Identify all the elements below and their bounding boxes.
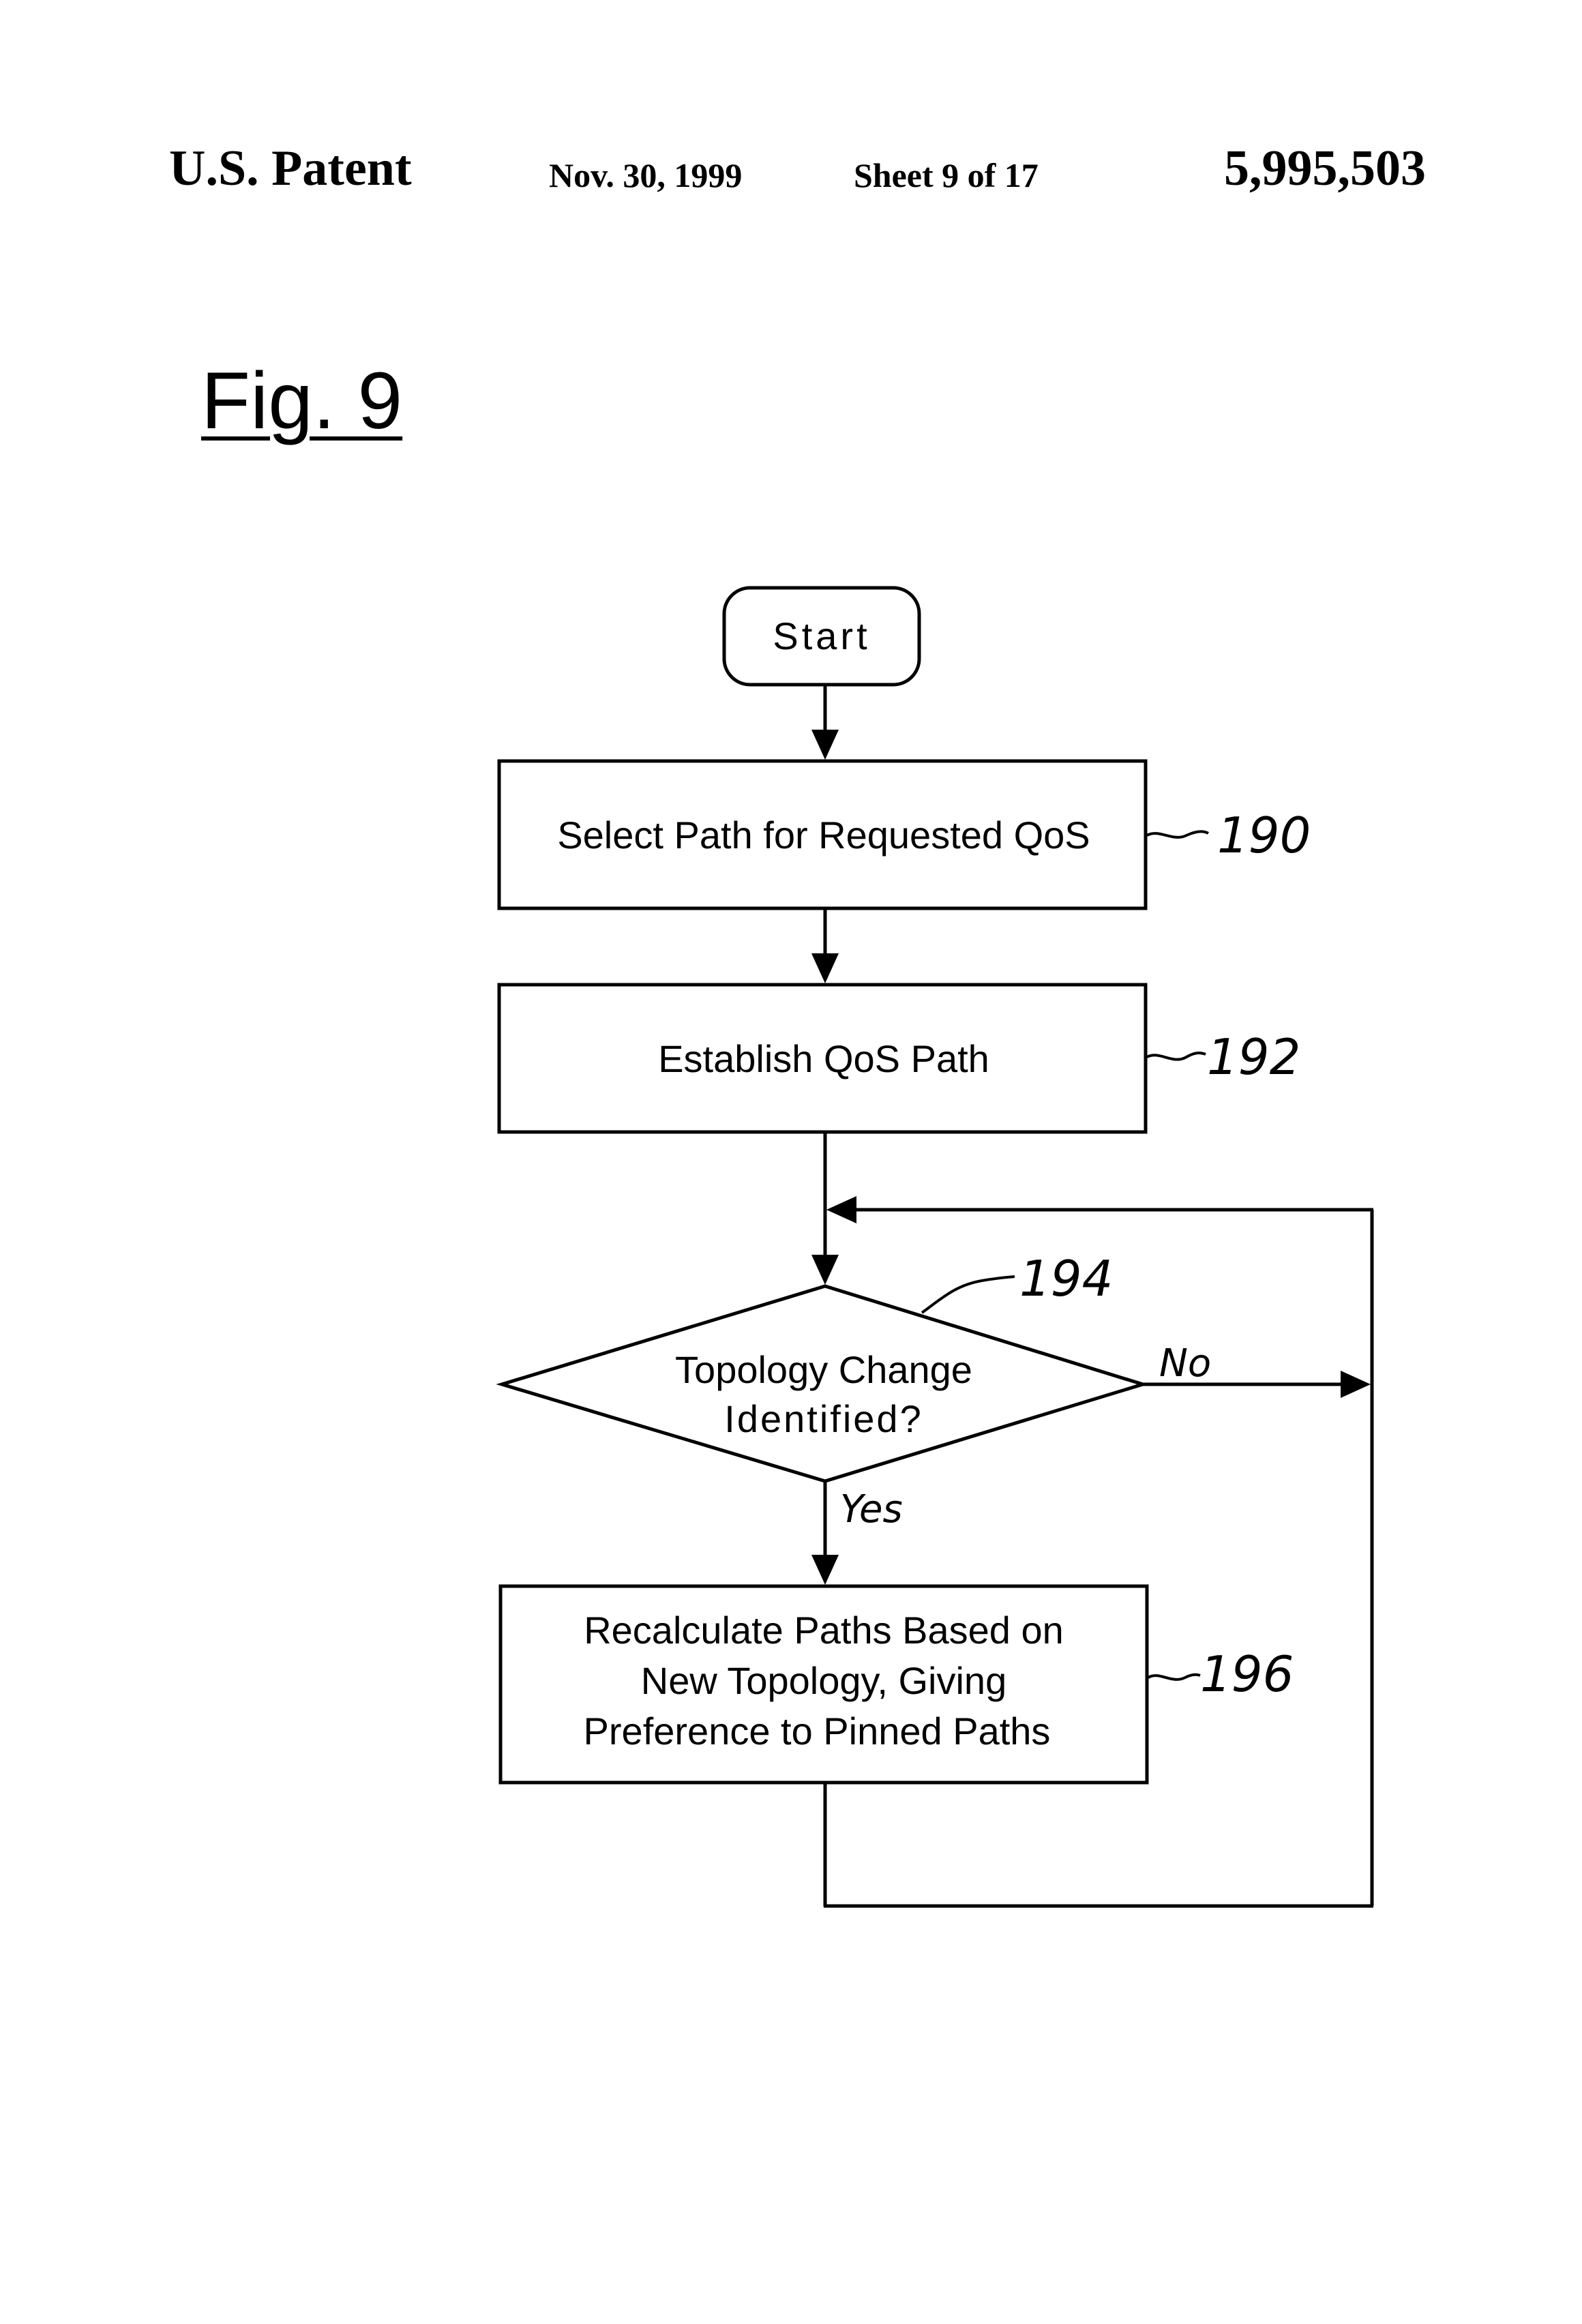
ref-line-196 xyxy=(1148,1675,1200,1680)
recalculate-line-3: Preference to Pinned Paths xyxy=(584,1710,1051,1753)
arrow-start-to-select xyxy=(811,685,839,760)
no-label: No xyxy=(1159,1341,1211,1386)
ref-194: 194 xyxy=(1019,1250,1113,1307)
ref-190: 190 xyxy=(1217,807,1311,864)
decision-line-1: Topology Change xyxy=(675,1348,972,1391)
decision-line-2: Identified? xyxy=(724,1397,923,1440)
ref-line-194 xyxy=(922,1277,1015,1313)
start-label: Start xyxy=(773,614,870,657)
ref-192: 192 xyxy=(1207,1028,1300,1086)
establish-path-text: Establish QoS Path xyxy=(658,1037,989,1080)
arrow-yes-branch xyxy=(811,1481,839,1585)
yes-label: Yes xyxy=(840,1487,903,1532)
bottom-return-line xyxy=(824,1783,1373,1907)
select-path-text: Select Path for Requested QoS xyxy=(557,814,1090,856)
ref-line-190 xyxy=(1147,831,1208,837)
recalculate-line-2: New Topology, Giving xyxy=(641,1659,1006,1702)
arrow-select-to-establish xyxy=(811,910,839,983)
ref-line-192 xyxy=(1147,1053,1206,1060)
ref-196: 196 xyxy=(1200,1645,1294,1703)
recalculate-line-1: Recalculate Paths Based on xyxy=(584,1609,1064,1652)
